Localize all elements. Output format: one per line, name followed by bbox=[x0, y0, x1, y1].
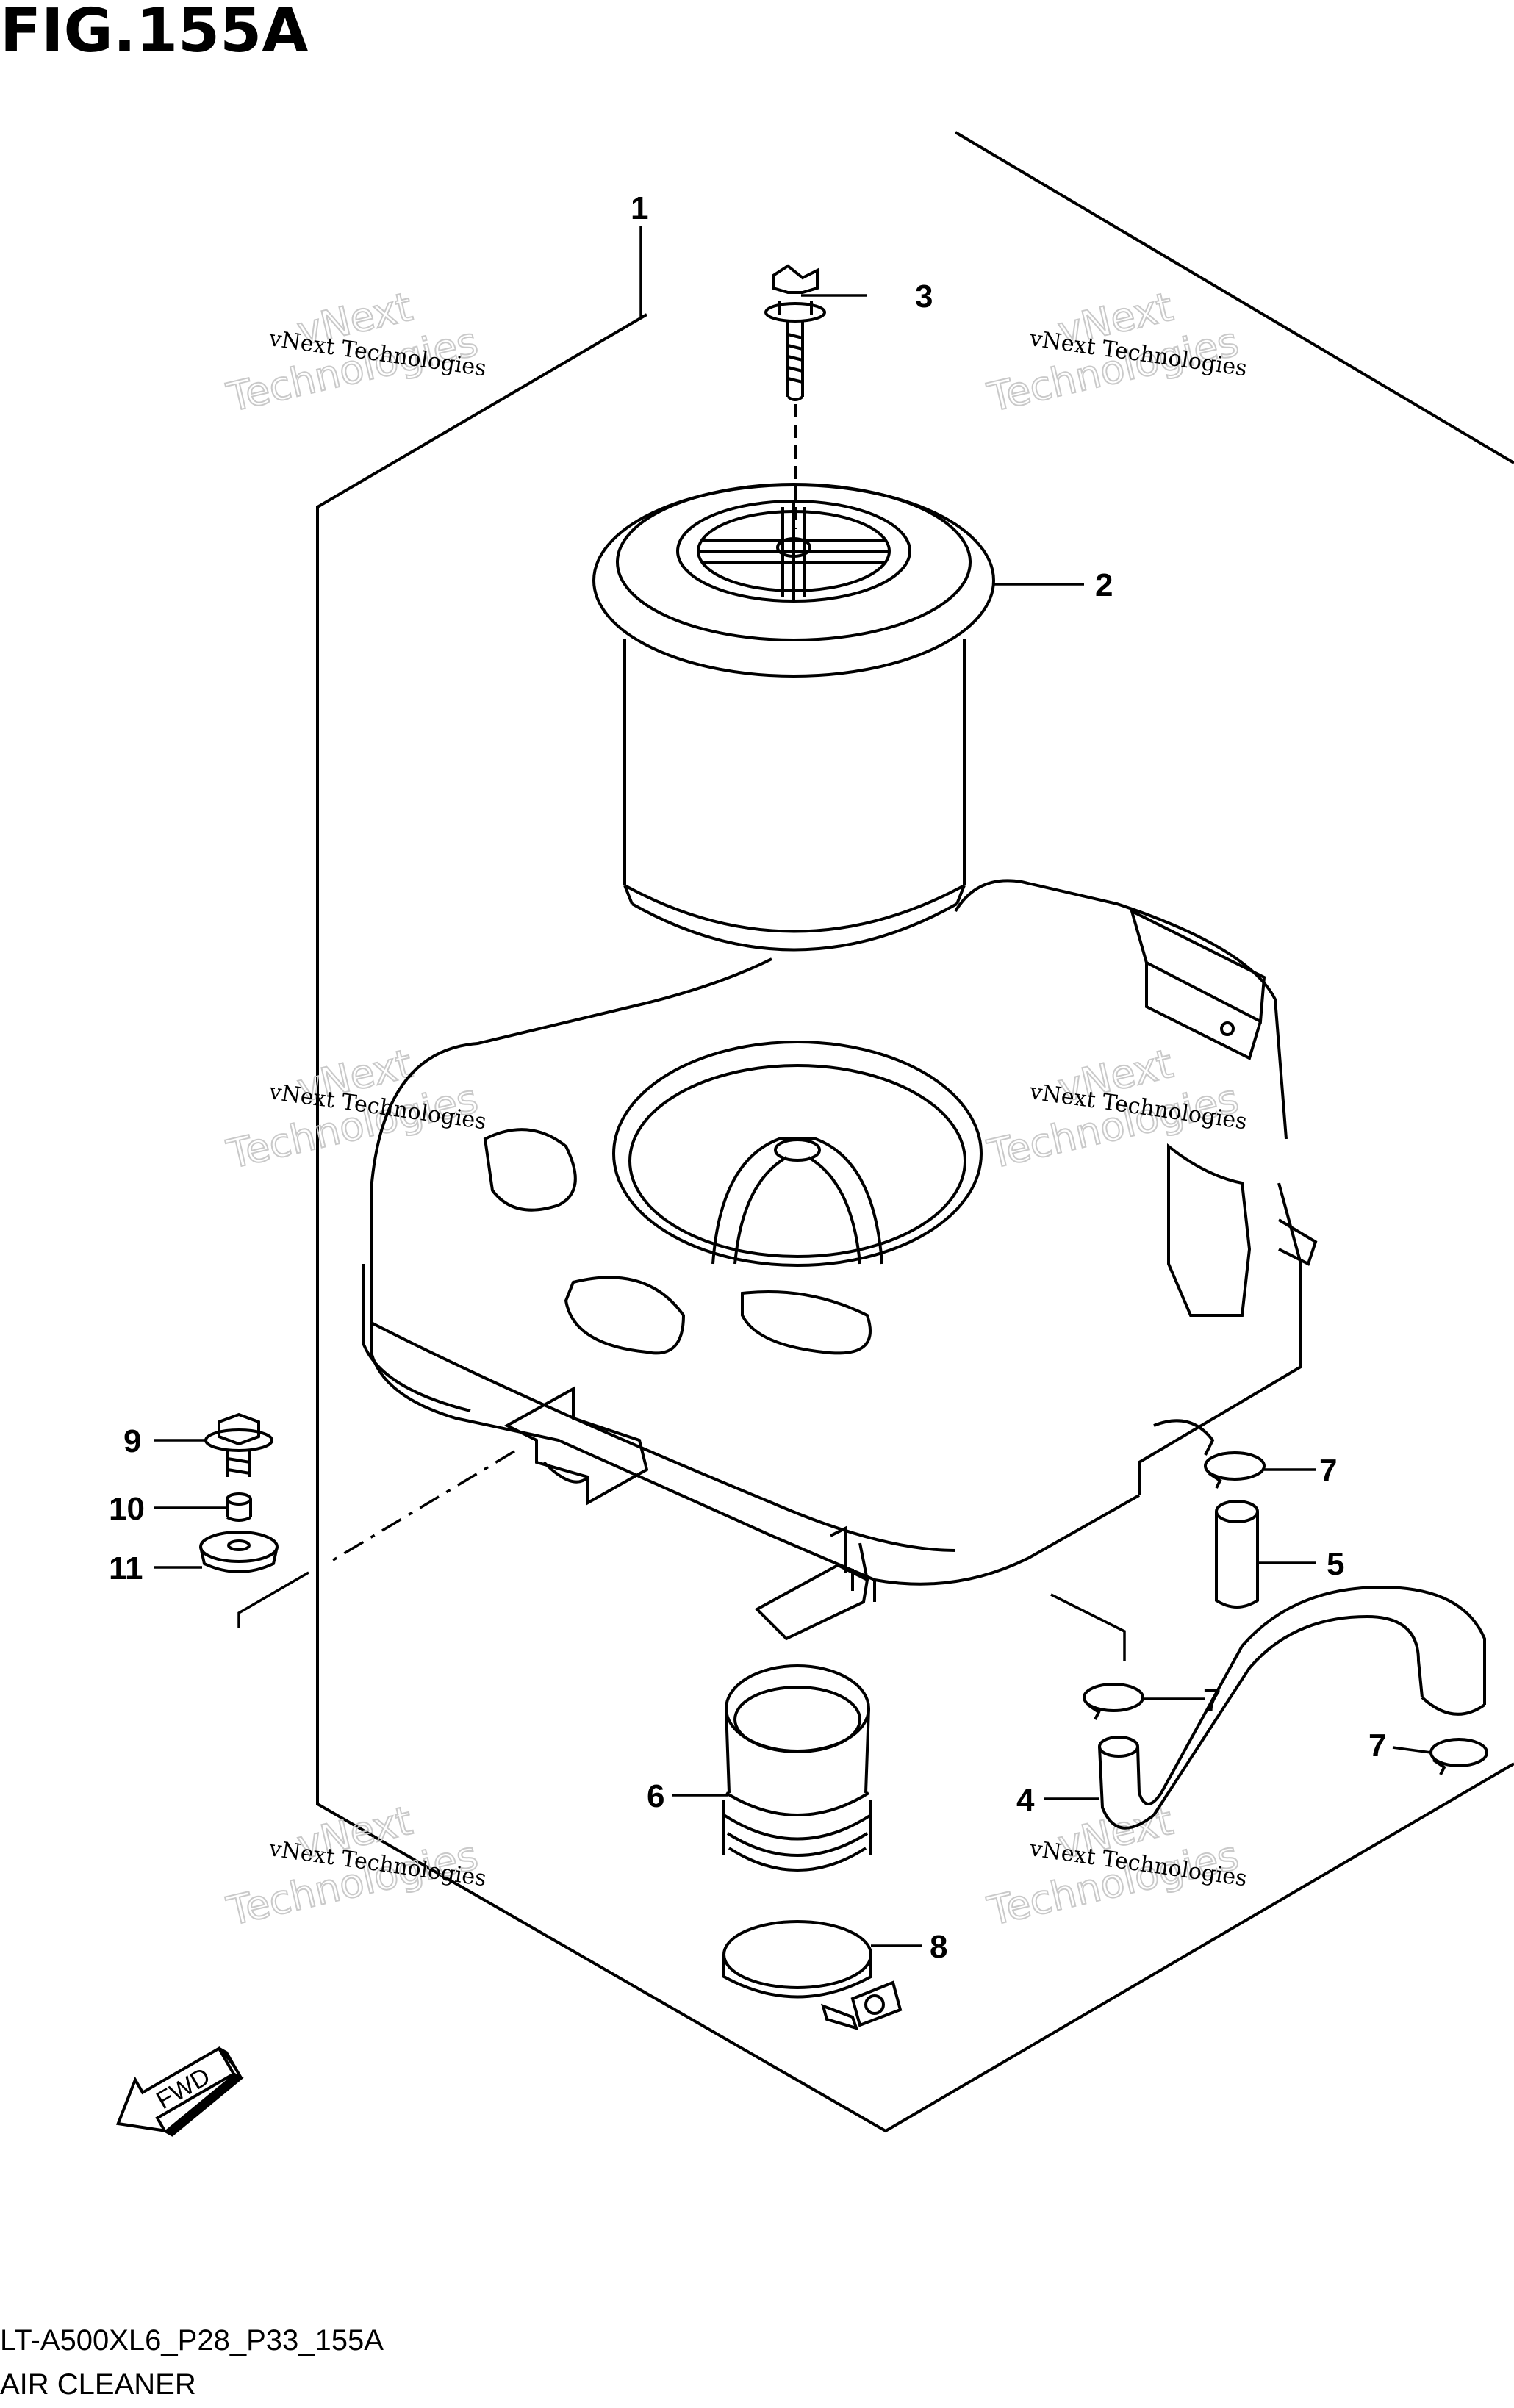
callout-8: 8 bbox=[930, 1929, 947, 1965]
part-9-bolt bbox=[204, 1412, 273, 1477]
part-4-breather-hose bbox=[1098, 1585, 1486, 1830]
watermark-top-left: Technologies vNext vNext Technologies bbox=[222, 283, 488, 422]
leader-7c bbox=[1392, 1746, 1432, 1754]
clamp-leader bbox=[1050, 1593, 1126, 1661]
callout-11: 11 bbox=[109, 1550, 143, 1586]
callout-7b: 7 bbox=[1203, 1682, 1221, 1718]
watermark-bottom-left: Technologies vNext vNext Technologies bbox=[222, 1797, 488, 1936]
callout-10: 10 bbox=[109, 1491, 145, 1527]
callout-2: 2 bbox=[1095, 567, 1113, 603]
callout-7a: 7 bbox=[1319, 1453, 1337, 1489]
watermark-top-right: Technologies vNext vNext Technologies bbox=[983, 283, 1249, 422]
part-7-clamp-b bbox=[1083, 1683, 1144, 1720]
part-7-clamp-c bbox=[1429, 1738, 1488, 1775]
figure-title: FIG.155A bbox=[0, 0, 309, 66]
part-6-outlet-tube bbox=[722, 1664, 872, 1872]
part-3-wing-bolt bbox=[764, 264, 826, 529]
callout-4: 4 bbox=[1016, 1782, 1035, 1818]
callout-5: 5 bbox=[1327, 1546, 1344, 1582]
part-2-filter-element bbox=[592, 483, 995, 952]
callout-3: 3 bbox=[915, 278, 933, 315]
part-7-clamp-a bbox=[1204, 1451, 1266, 1489]
grommet-leader bbox=[330, 1450, 515, 1563]
grommet-leader-end bbox=[237, 1571, 309, 1628]
callout-9: 9 bbox=[123, 1423, 141, 1459]
callout-6: 6 bbox=[647, 1778, 664, 1814]
assembly-outline bbox=[316, 131, 1514, 2133]
part-11-grommet bbox=[199, 1531, 279, 1573]
part-10-collar bbox=[226, 1492, 252, 1522]
callout-7c: 7 bbox=[1368, 1728, 1386, 1764]
air-cleaner-case bbox=[362, 879, 1318, 1641]
figure-name: AIR CLEANER bbox=[0, 2368, 196, 2401]
part-5-hose bbox=[1215, 1500, 1259, 1609]
callout-1: 1 bbox=[631, 190, 648, 226]
figure-code: LT-A500XL6_P28_P33_155A bbox=[0, 2324, 384, 2357]
fwd-arrow-icon: FWD bbox=[115, 2046, 244, 2137]
part-8-band-clamp bbox=[722, 1920, 903, 2031]
watermark-middle-right: Technologies vNext vNext Technologies bbox=[983, 1040, 1249, 1179]
watermark-middle-left: Technologies vNext vNext Technologies bbox=[222, 1040, 488, 1179]
